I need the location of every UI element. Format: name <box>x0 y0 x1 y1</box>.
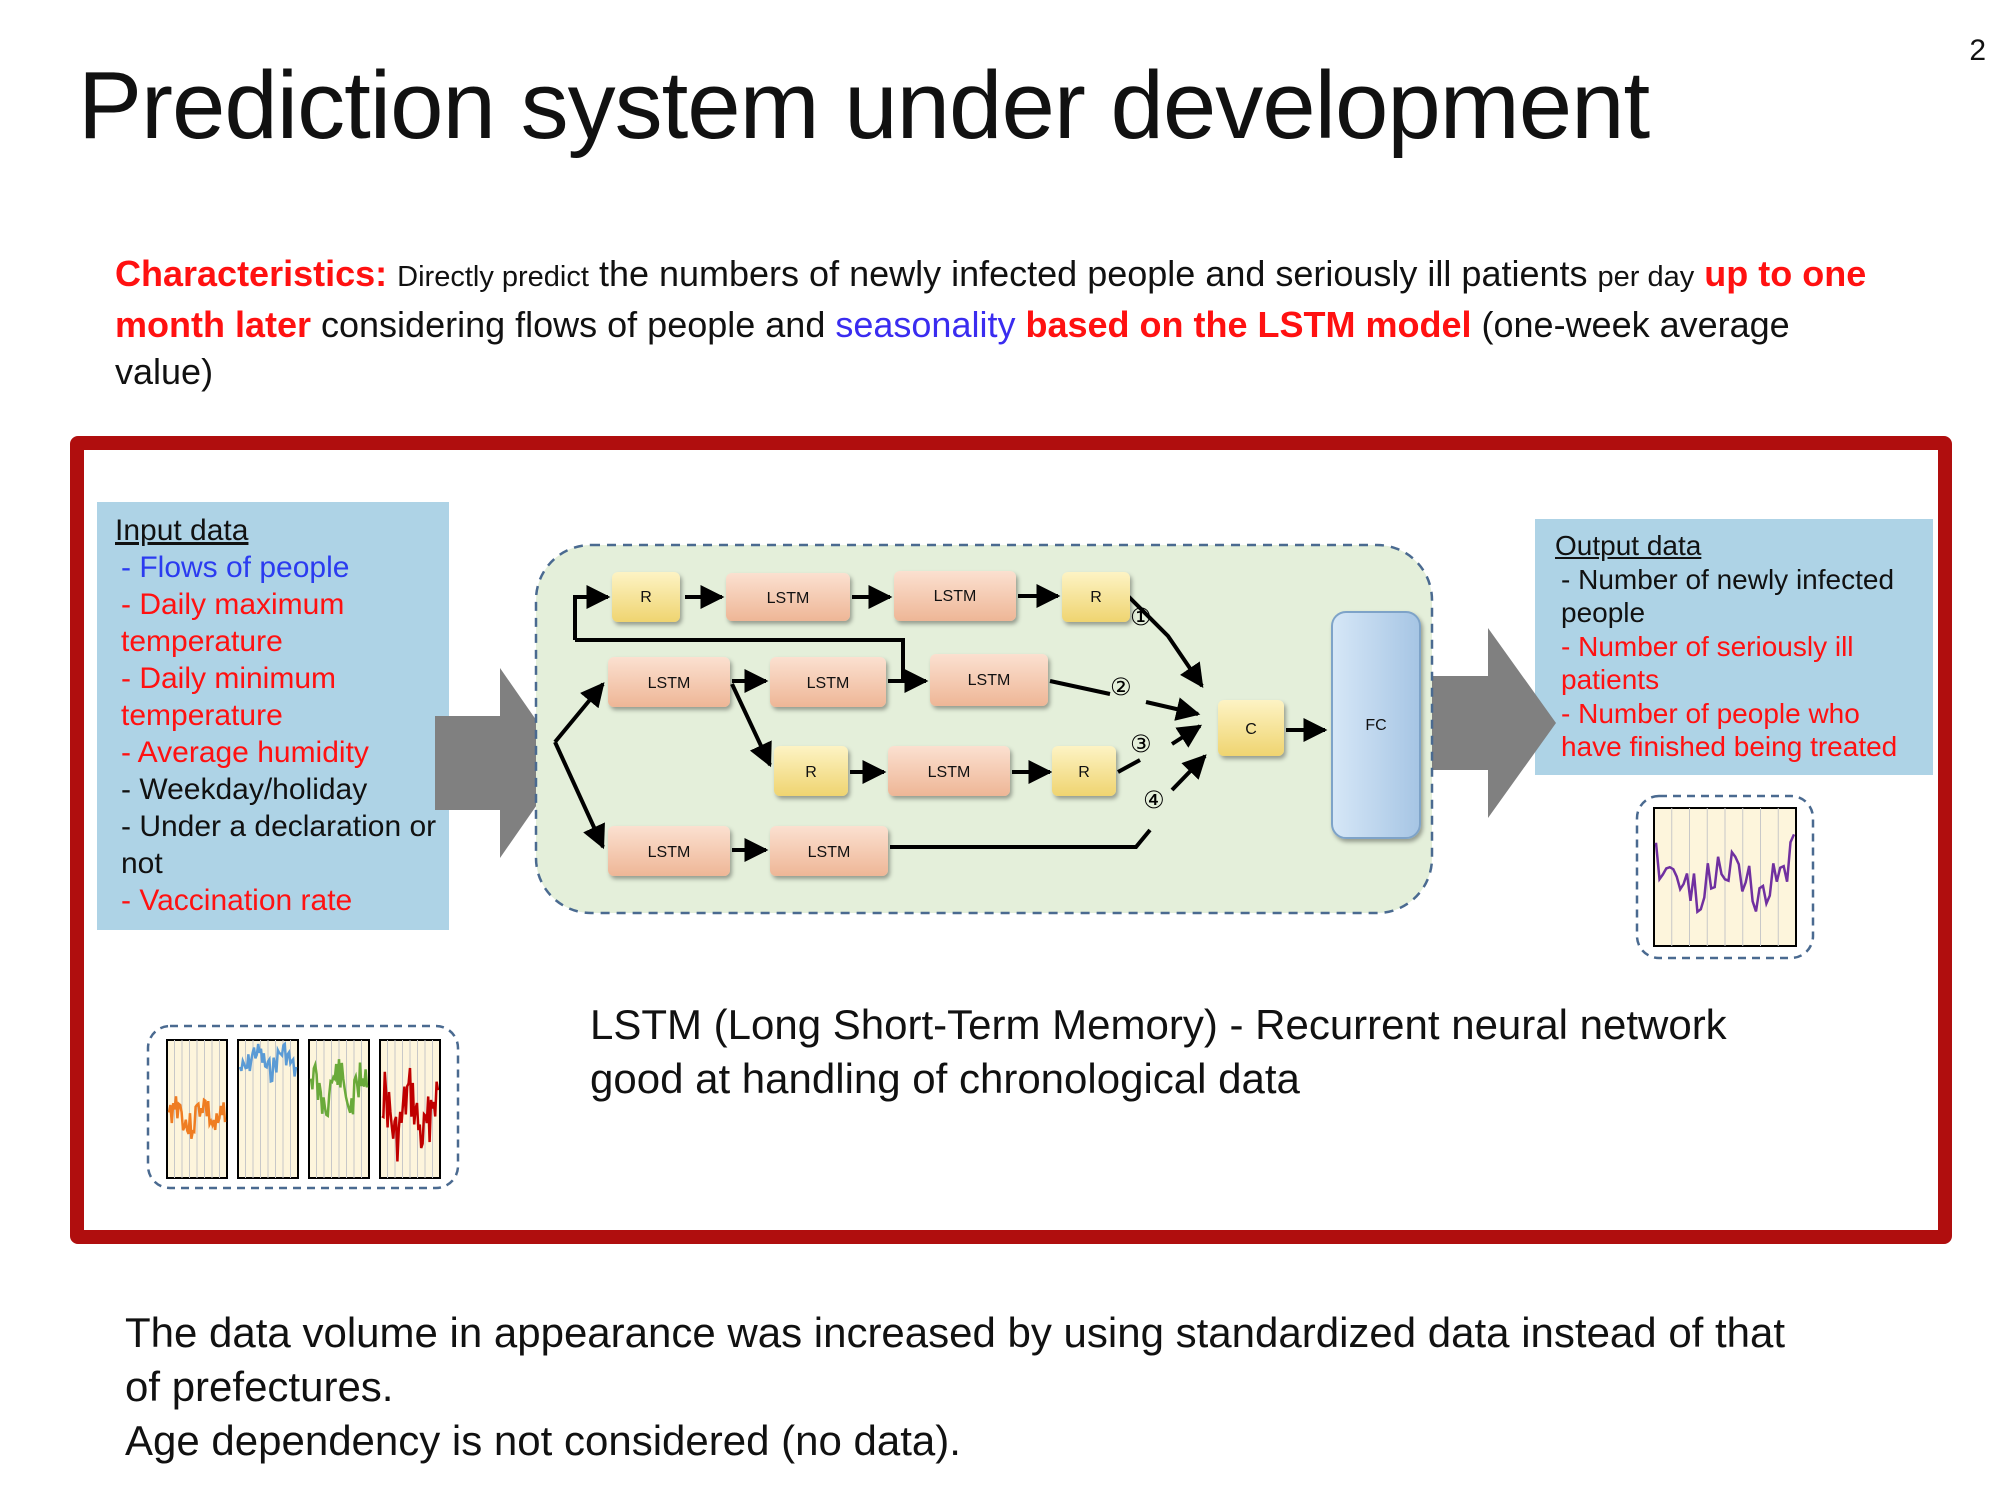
network-nodes: R LSTM LSTM R LSTM LSTM LSTM R LSTM R LS… <box>608 571 1421 876</box>
lstm-node <box>894 571 1016 621</box>
output-item: - Number of people who have finished bei… <box>1561 697 1898 763</box>
sparkline-panel <box>237 1039 299 1179</box>
lstm-node-label: LSTM <box>767 590 810 607</box>
characteristics-highlight-2: based on the LSTM model <box>1025 304 1472 345</box>
characteristics-highlight-1: up to one month later <box>115 253 1867 345</box>
connection-line <box>1049 679 1111 696</box>
branch-marker-1: ① <box>1130 603 1152 631</box>
r-node <box>1052 746 1116 796</box>
lstm-node-label: LSTM <box>648 844 691 861</box>
model-frame <box>70 436 1952 1244</box>
conclusion-line: of prefectures. <box>125 1363 394 1410</box>
lstm-node <box>608 657 730 707</box>
network-background <box>534 543 1434 915</box>
connection-arrow <box>1170 724 1203 748</box>
r-node-label: R <box>1078 764 1090 781</box>
connection-line <box>1117 758 1141 774</box>
lstm-caption-line: LSTM (Long Short-Term Memory) - Recurren… <box>590 1001 1727 1048</box>
lstm-node-label: LSTM <box>934 588 977 605</box>
sparkline-panel <box>166 1039 228 1179</box>
characteristics-label: Characteristics: <box>115 253 388 294</box>
c-node-label: C <box>1245 721 1257 738</box>
fc-node <box>1331 611 1421 839</box>
connection-line <box>575 638 905 680</box>
connection-line <box>1126 594 1204 688</box>
page-title: Prediction system under development <box>78 52 1650 159</box>
input-item: - Under a declaration or not <box>121 810 437 880</box>
connection-arrow <box>553 741 605 850</box>
input-item: - Flows of people <box>121 551 350 584</box>
lstm-caption: LSTM (Long Short-Term Memory) - Recurren… <box>590 998 1727 1106</box>
sparkline-panel <box>1653 807 1797 947</box>
lstm-node <box>930 654 1048 706</box>
output-flow-arrow <box>1420 628 1556 818</box>
characteristics-text-1: Directly predict <box>397 261 589 293</box>
r-node <box>1062 572 1130 622</box>
output-item: - Number of seriously ill patients <box>1561 630 1854 696</box>
lstm-node <box>888 746 1010 796</box>
r-node-label: R <box>1090 589 1102 606</box>
connection-arrow <box>1145 697 1201 721</box>
output-item: - Number of newly infected people <box>1561 563 1895 629</box>
branch-marker-4: ④ <box>1143 786 1165 814</box>
r-node <box>774 746 848 796</box>
input-flow-arrow <box>435 668 566 858</box>
lstm-node-label: LSTM <box>928 764 971 781</box>
connection-arrow <box>1170 754 1207 792</box>
r-node <box>612 572 680 622</box>
page-number: 2 <box>1969 34 1986 67</box>
lstm-node <box>770 826 888 876</box>
branch-marker-3: ③ <box>1130 730 1152 758</box>
output-timeseries-thumbnail <box>1635 794 1815 960</box>
conclusion-line: The data volume in appearance was increa… <box>125 1309 1786 1356</box>
input-timeseries-thumbnail <box>146 1024 460 1190</box>
lstm-node <box>770 657 886 707</box>
connection-arrow <box>573 585 611 640</box>
characteristics-text-8: (one-week average value) <box>115 304 1790 392</box>
branch-marker-2: ② <box>1110 673 1132 701</box>
sparkline-panel <box>308 1039 370 1179</box>
input-item: - Weekday/holiday <box>121 773 368 806</box>
lstm-node <box>608 826 730 876</box>
characteristics-text-3: per day <box>1597 261 1695 293</box>
input-item: - Daily maximum temperature <box>121 588 345 658</box>
connection-arrow <box>553 682 605 744</box>
characteristics-paragraph: Characteristics: Directly predict the nu… <box>115 250 1895 395</box>
lstm-node-label: LSTM <box>648 675 691 692</box>
conclusion-line: Age dependency is not considered (no dat… <box>125 1417 961 1464</box>
lstm-node <box>726 573 850 621</box>
characteristics-text-2: the numbers of newly infected people and… <box>588 253 1598 294</box>
characteristics-text-5: considering flows of people and <box>311 304 836 345</box>
characteristics-seasonality: seasonality <box>835 304 1016 345</box>
output-data-title: Output data <box>1555 530 1702 561</box>
lstm-node-label: LSTM <box>968 672 1011 689</box>
r-node-label: R <box>805 764 817 781</box>
lstm-caption-line: good at handling of chronological data <box>590 1055 1300 1102</box>
connection-line <box>890 828 1152 849</box>
fc-node-label: FC <box>1365 717 1386 734</box>
conclusion-text: The data volume in appearance was increa… <box>125 1306 1785 1468</box>
connection-arrow <box>730 683 772 768</box>
input-data-box: Input data - Flows of people - Daily max… <box>97 502 449 930</box>
r-node-label: R <box>640 589 652 606</box>
input-data-title: Input data <box>115 514 249 547</box>
lstm-node-label: LSTM <box>807 675 850 692</box>
sparkline-panel <box>379 1039 441 1179</box>
input-item: - Vaccination rate <box>121 884 353 917</box>
output-data-box: Output data - Number of newly infected p… <box>1535 519 1933 775</box>
lstm-node-label: LSTM <box>808 844 851 861</box>
c-node <box>1218 700 1284 756</box>
input-item: - Average humidity <box>121 736 369 769</box>
input-item: - Daily minimum temperature <box>121 662 337 732</box>
